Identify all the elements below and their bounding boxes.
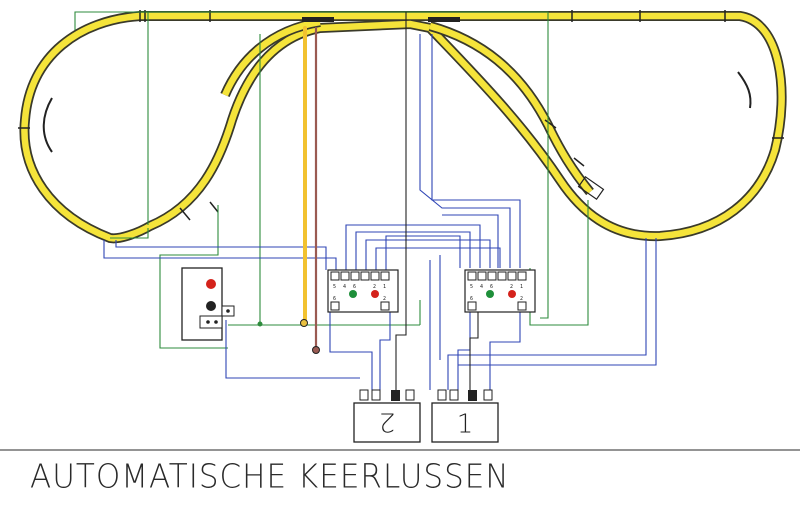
signal-lamp-red xyxy=(206,279,216,289)
controller-unit-2: 2 xyxy=(353,389,421,443)
controller-2-label: 2 xyxy=(379,407,396,437)
uncoupler-top-left xyxy=(302,17,334,22)
track-contact xyxy=(577,175,605,201)
relay-right-lower-5: 2 xyxy=(520,296,523,302)
relay-left-pin-5: 1 xyxy=(383,284,386,290)
decoupler-arc-right xyxy=(737,71,752,109)
isolation-marks xyxy=(18,10,784,221)
relay-module-right: 5 4 6 2 1 6 2 xyxy=(464,269,536,313)
decoupler-arc-left xyxy=(42,97,53,153)
feed-wires xyxy=(74,11,589,349)
signal-lamp-green xyxy=(349,290,357,298)
track-loop xyxy=(18,10,787,244)
signal-lamp-green xyxy=(486,290,494,298)
diagram-title: AUTOMATISCHE KEERLUSSEN xyxy=(30,458,510,496)
signal-lamp-red xyxy=(371,290,379,298)
relay-right-pin-3: 6 xyxy=(490,284,493,290)
relay-right-pin-4: 2 xyxy=(510,284,513,290)
track-outline xyxy=(19,11,787,244)
relay-right-pin-2: 4 xyxy=(480,284,483,290)
relay-left-pin-4: 2 xyxy=(373,284,376,290)
signal-panel xyxy=(181,267,235,341)
controller-unit-1: 1 xyxy=(431,389,499,443)
relay-right-pin-5: 1 xyxy=(520,284,523,290)
relay-left-pin-2: 4 xyxy=(343,284,346,290)
track-rail xyxy=(21,12,785,242)
signal-lamp-black xyxy=(206,301,216,311)
relay-right-lower-1: 6 xyxy=(470,296,473,302)
relay-left-pin-1: 5 xyxy=(333,284,336,290)
feeder-terminal-yellow xyxy=(300,319,308,327)
uncoupler-top-right xyxy=(428,17,460,22)
power-wires xyxy=(395,12,479,390)
signal-lamp-red xyxy=(508,290,516,298)
relay-left-pin-3: 6 xyxy=(353,284,356,290)
relay-right-pin-1: 5 xyxy=(470,284,473,290)
relay-left-lower-1: 6 xyxy=(333,296,336,302)
feeder-terminal-brown xyxy=(312,346,320,354)
control-wires xyxy=(103,34,657,390)
controller-1-label: 1 xyxy=(457,410,474,440)
relay-module-left: 5 4 6 2 1 6 2 xyxy=(327,269,399,313)
relay-left-lower-5: 2 xyxy=(383,296,386,302)
